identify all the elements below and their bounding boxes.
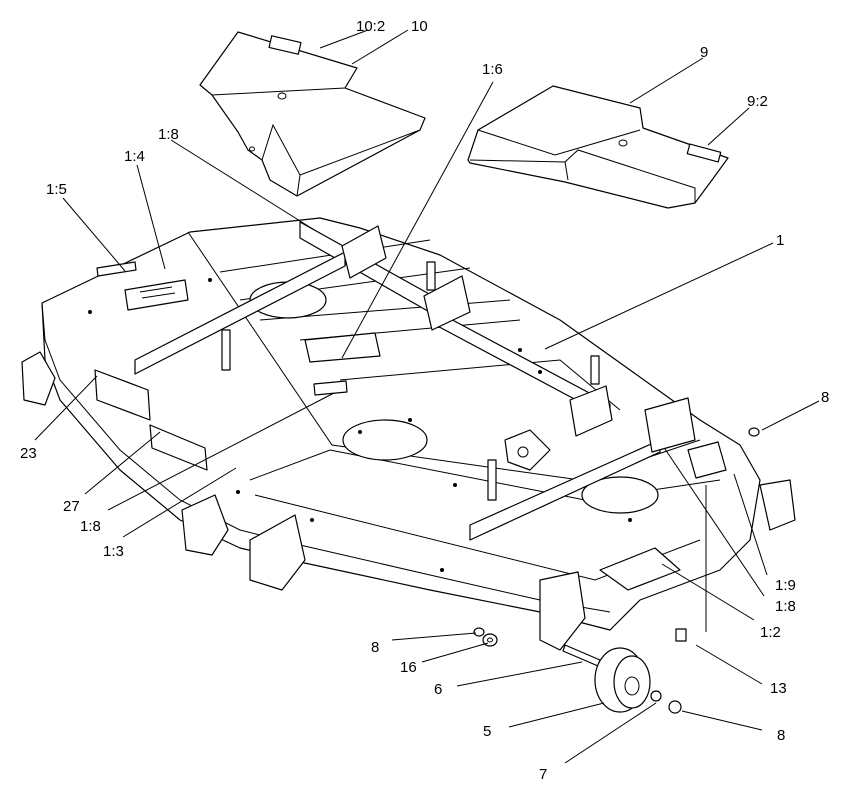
label-8-right: 8 — [821, 389, 829, 406]
part-10-baffle — [199, 31, 426, 197]
label-13: 13 — [770, 680, 787, 697]
label-6: 6 — [434, 681, 442, 698]
part-7-washer — [650, 690, 662, 702]
part-9-baffle — [467, 85, 729, 209]
label-1-8-top: 1:8 — [158, 126, 179, 143]
label-5: 5 — [483, 723, 491, 740]
leader-lines — [34, 29, 820, 764]
label-1-8-right: 1:8 — [775, 598, 796, 615]
part-6-axle — [562, 644, 601, 667]
label-1-3: 1:3 — [103, 543, 124, 560]
part-1-deck — [21, 217, 796, 651]
part-5-wheel — [594, 647, 651, 713]
label-1-2: 1:2 — [760, 624, 781, 641]
label-10: 10 — [411, 18, 428, 35]
label-8-bottom: 8 — [777, 727, 785, 744]
label-27: 27 — [63, 498, 80, 515]
label-1-5: 1:5 — [46, 181, 67, 198]
label-23: 23 — [20, 445, 37, 462]
label-8-mid: 8 — [371, 639, 379, 656]
label-10-2: 10:2 — [356, 18, 385, 35]
label-1: 1 — [776, 232, 784, 249]
part-8-nut-right — [748, 427, 760, 437]
part-1-9-bracket — [687, 441, 727, 479]
label-1-8-left: 1:8 — [80, 518, 101, 535]
label-9-2: 9:2 — [747, 93, 768, 110]
label-1-9: 1:9 — [775, 577, 796, 594]
label-1-6: 1:6 — [482, 61, 503, 78]
callout-labels: 10:2 10 9 9:2 1:6 1:8 1:4 1:5 1 8 23 27 … — [20, 18, 829, 783]
label-16: 16 — [400, 659, 417, 676]
part-13-bolt — [675, 628, 687, 642]
label-9: 9 — [700, 44, 708, 61]
label-7: 7 — [539, 766, 547, 783]
part-8-nut-bottom — [668, 700, 682, 714]
label-1-4: 1:4 — [124, 148, 145, 165]
part-8-nut-mid — [473, 627, 485, 637]
